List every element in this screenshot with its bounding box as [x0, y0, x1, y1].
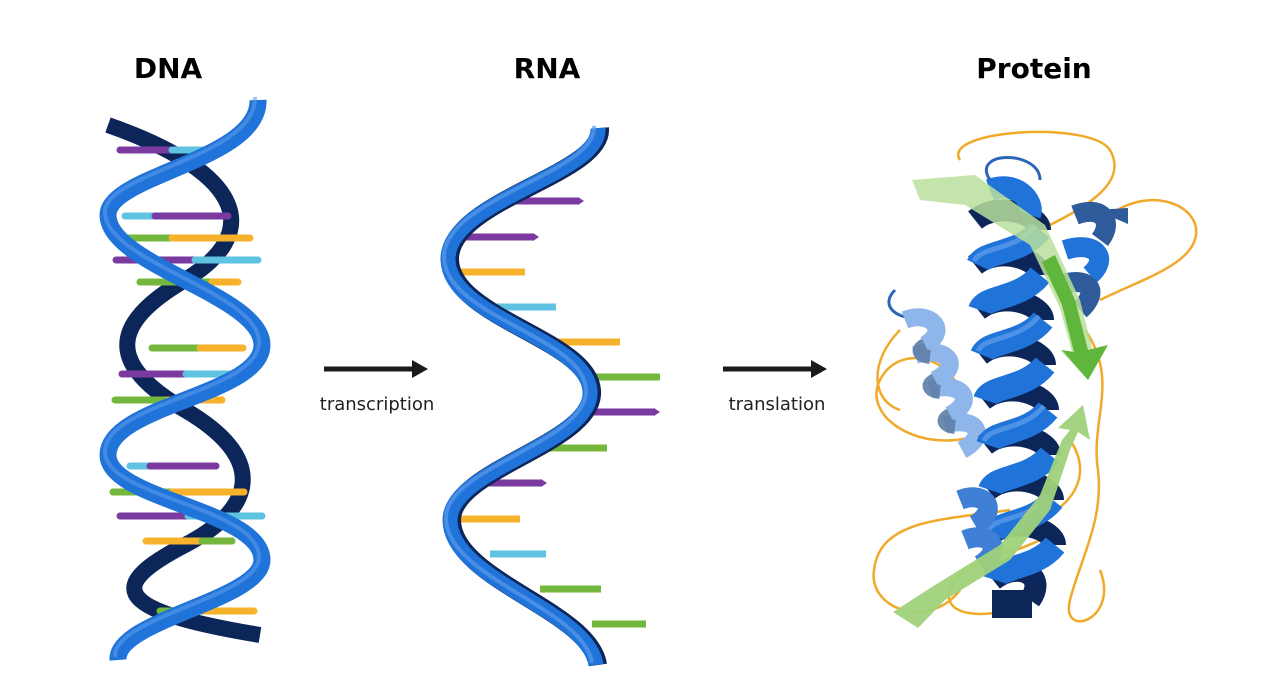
rna-single-strand-icon: [440, 125, 660, 668]
dna-double-helix-icon: [99, 96, 271, 662]
translation-label: translation: [728, 394, 826, 415]
rna-title: RNA: [513, 52, 581, 85]
right-arrow-icon: [723, 360, 827, 378]
transcription-label: transcription: [319, 394, 435, 415]
protein-title: Protein: [976, 52, 1092, 85]
right-arrow-icon: [324, 360, 428, 378]
dna-title: DNA: [133, 52, 203, 85]
protein-ribbon-icon: [872, 130, 1198, 628]
